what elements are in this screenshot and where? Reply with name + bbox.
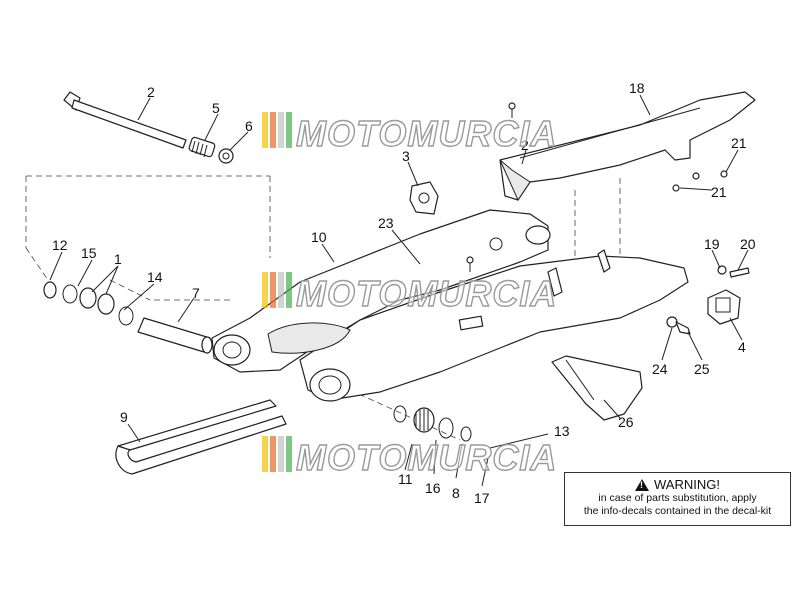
callout-15: 15: [81, 245, 97, 261]
warning-triangle-icon: [635, 478, 650, 491]
swingarm: [211, 209, 689, 402]
callout-8: 8: [452, 485, 460, 501]
callout-21b: 21: [711, 184, 727, 200]
callout-7: 7: [192, 285, 200, 301]
bearing-stack: [43, 281, 134, 326]
assembly-guide-lines: [25, 175, 621, 441]
callout-4: 4: [738, 339, 746, 355]
callout-23: 23: [378, 215, 394, 231]
lower-cover: [551, 355, 643, 421]
callout-13: 13: [554, 423, 570, 439]
callout-18: 18: [629, 80, 645, 96]
leader-lines: [49, 94, 749, 487]
callout-16: 16: [425, 480, 441, 496]
watermark-bar-1: [262, 112, 268, 148]
chain-slider-block: [409, 181, 439, 215]
callout-2: 2: [147, 84, 155, 100]
watermark-bar-1: [262, 436, 268, 472]
warning-title: WARNING!: [565, 477, 790, 492]
watermark-bar-4: [286, 436, 292, 472]
warning-title-text: WARNING!: [654, 477, 720, 492]
warning-line-2: the info-decals contained in the decal-k…: [583, 505, 772, 517]
pivot-bearings: [393, 405, 472, 442]
callout-1: 1: [114, 251, 122, 267]
watermark-bar-2: [270, 436, 276, 472]
watermark-bar-4: [286, 112, 292, 148]
watermark-text: MOTOMURCIA: [296, 273, 557, 314]
watermark-bar-3: [278, 272, 284, 308]
watermark-bar-2: [270, 272, 276, 308]
warning-box: WARNING! in case of parts substitution, …: [564, 472, 791, 526]
guard-screws: [508, 102, 728, 192]
callout-12: 12: [52, 237, 68, 253]
warning-line-1: in case of parts substitution, apply: [598, 492, 757, 504]
watermark-bottom: MOTOMURCIA: [262, 436, 557, 479]
callout-6: 6: [245, 118, 253, 134]
watermark-text: MOTOMURCIA: [296, 113, 557, 154]
watermark-bar-1: [262, 272, 268, 308]
watermark-text: MOTOMURCIA: [296, 437, 557, 478]
watermark-bar-4: [286, 272, 292, 308]
callout-2b: 2: [521, 137, 529, 153]
callout-20: 20: [740, 236, 756, 252]
callout-21a: 21: [731, 135, 747, 151]
callout-19: 19: [704, 236, 720, 252]
callout-3: 3: [402, 148, 410, 164]
callout-17: 17: [474, 490, 490, 506]
pivot-tube: [137, 317, 213, 354]
callout-5: 5: [212, 100, 220, 116]
spacer-bushing: [188, 136, 216, 158]
callout-26: 26: [618, 414, 634, 430]
axle-bolt: [63, 91, 187, 149]
callout-9: 9: [120, 409, 128, 425]
callout-numbers: 2 5 6 3 2 18 21 21 23 10 12 15 1 14 7 19…: [52, 80, 756, 506]
callout-11: 11: [398, 471, 413, 487]
watermark-bar-3: [278, 112, 284, 148]
callout-14: 14: [147, 269, 163, 285]
watermark-bar-3: [278, 436, 284, 472]
callout-10: 10: [311, 229, 327, 245]
chain-guard: [499, 91, 756, 202]
watermark-top: MOTOMURCIA: [262, 112, 557, 155]
callout-25: 25: [694, 361, 710, 377]
watermark-middle: MOTOMURCIA: [262, 272, 557, 315]
watermark-bar-2: [270, 112, 276, 148]
callout-24: 24: [652, 361, 668, 377]
chain-slider-strip: [115, 399, 287, 475]
axle-nut: [218, 148, 234, 164]
